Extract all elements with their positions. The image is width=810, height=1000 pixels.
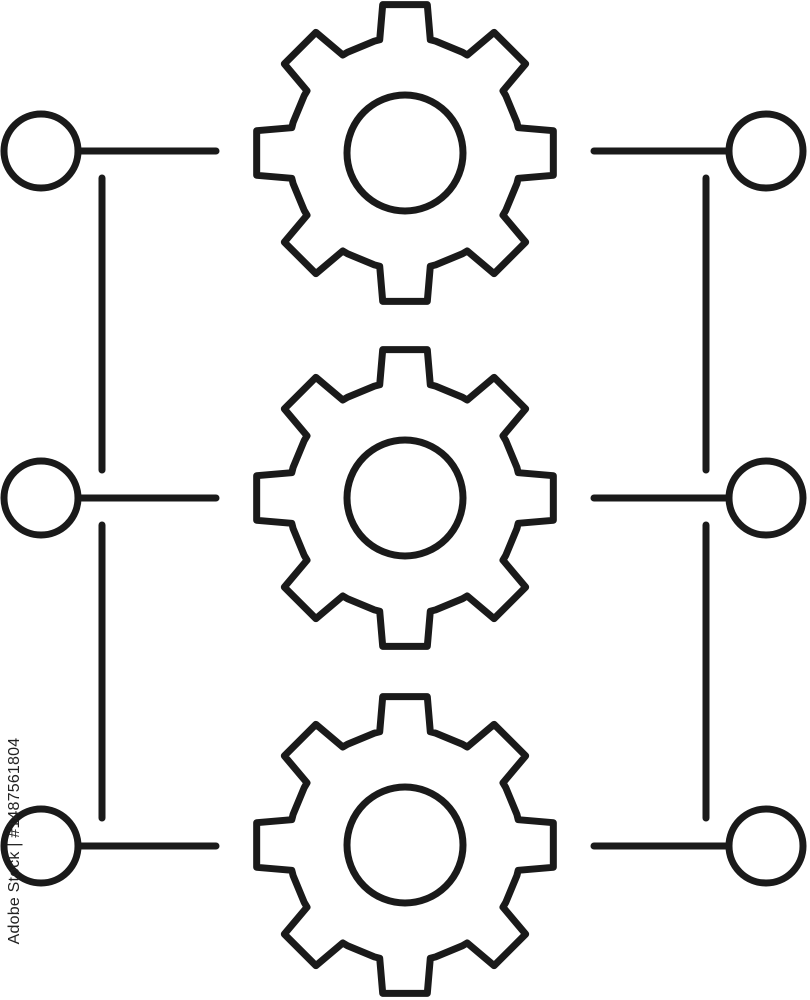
right-node-bottom bbox=[725, 805, 807, 887]
gear-top-icon bbox=[253, 1, 557, 305]
left-node-top bbox=[0, 110, 82, 192]
left-node-bottom bbox=[0, 805, 82, 887]
gear-hub bbox=[343, 91, 467, 215]
right-node-top bbox=[725, 110, 807, 192]
gears-group bbox=[253, 1, 557, 997]
connectors-group bbox=[74, 147, 733, 850]
nodes-group bbox=[0, 110, 807, 887]
gear-outline bbox=[253, 346, 557, 650]
gear-middle-icon bbox=[253, 346, 557, 650]
gear-outline bbox=[253, 1, 557, 305]
gear-outline bbox=[253, 693, 557, 997]
left-node-middle bbox=[0, 457, 82, 539]
right-node-middle bbox=[725, 457, 807, 539]
watermark-label: Adobe Stock | #1487561804 bbox=[6, 737, 23, 945]
gear-hub bbox=[343, 783, 467, 907]
gear-hub bbox=[343, 436, 467, 560]
gear-bottom-icon bbox=[253, 693, 557, 997]
